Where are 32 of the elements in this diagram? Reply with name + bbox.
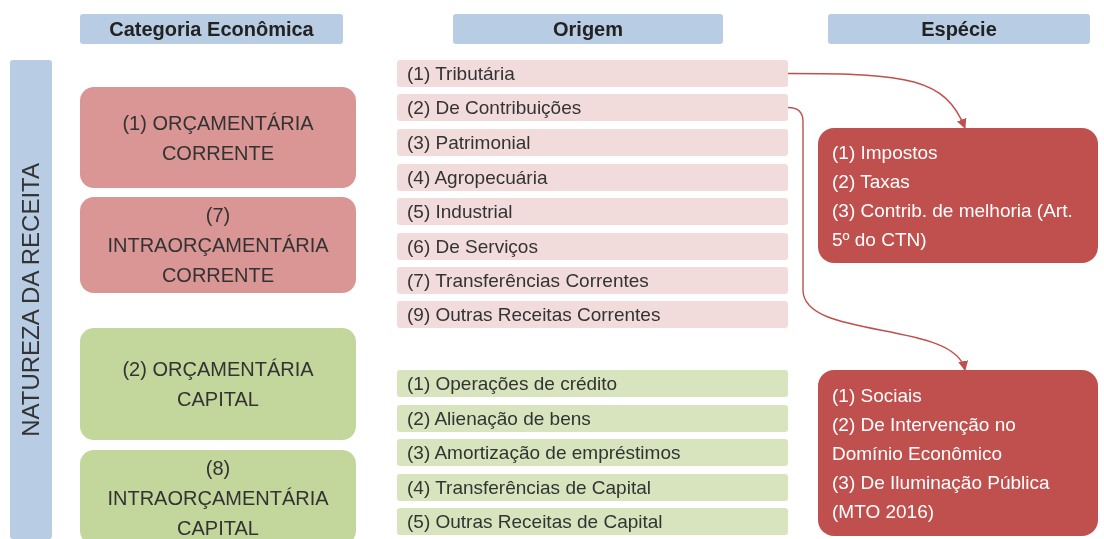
origin-row: (3) Patrimonial [397, 129, 788, 156]
category-box: (1) ORÇAMENTÁRIA CORRENTE [80, 87, 356, 188]
column-header: Espécie [828, 14, 1090, 44]
curved-arrow [787, 106, 966, 371]
origin-row: (6) De Serviços [397, 233, 788, 260]
column-header: Categoria Econômica [80, 14, 343, 44]
curved-arrow [787, 72, 966, 129]
origin-row: (2) Alienação de bens [397, 405, 788, 432]
origin-row: (1) Operações de crédito [397, 370, 788, 397]
origin-row: (5) Outras Receitas de Capital [397, 508, 788, 535]
side-band [10, 60, 52, 539]
column-header: Origem [453, 14, 723, 44]
origin-row: (7) Transferências Correntes [397, 267, 788, 294]
category-box: (8) INTRAORÇAMENTÁRIA CAPITAL [80, 450, 356, 539]
origin-row: (1) Tributária [397, 60, 788, 87]
category-box: (7) INTRAORÇAMENTÁRIA CORRENTE [80, 197, 356, 293]
list-item: (2) De Intervenção no Domínio Econômico [832, 412, 1017, 466]
vertical-title: NATUREZA DA RECEITA [17, 162, 45, 437]
origin-row: (4) Agropecuária [397, 164, 788, 191]
origin-row: (4) Transferências de Capital [397, 474, 788, 501]
list-item: (1) Impostos [832, 140, 938, 165]
species-box [818, 128, 1098, 263]
origin-row: (5) Industrial [397, 198, 788, 225]
species-box [818, 370, 1098, 536]
list-item: (3) Contrib. de melhoria (Art. 5º do CTN) [832, 198, 1074, 252]
category-box: (2) ORÇAMENTÁRIA CAPITAL [80, 328, 356, 440]
list-item: (1) Sociais [832, 383, 922, 408]
list-item: (2) Taxas [832, 169, 910, 194]
origin-row: (9) Outras Receitas Correntes [397, 301, 788, 328]
list-item: (3) De Iluminação Pública (MTO 2016) [832, 470, 1051, 524]
origin-row: (3) Amortização de empréstimos [397, 439, 788, 466]
origin-row: (2) De Contribuições [397, 94, 788, 121]
